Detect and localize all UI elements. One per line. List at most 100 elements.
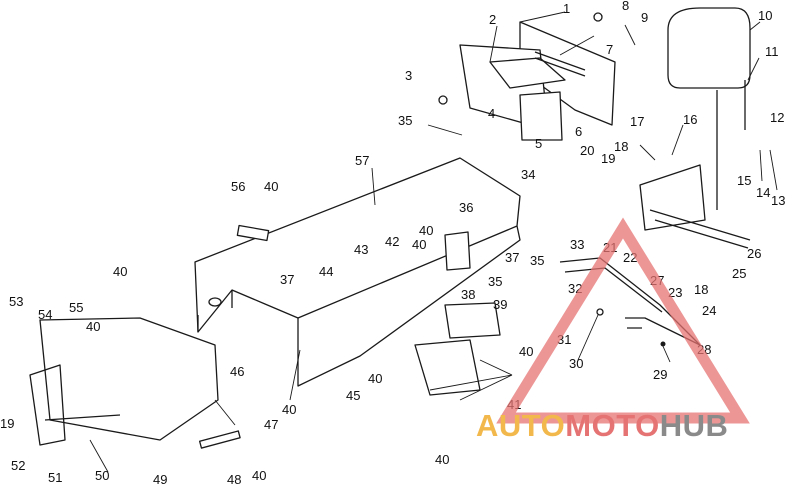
rail-28 [625,317,701,346]
callout-40g: 40 [282,402,296,417]
callout-33: 33 [570,237,584,252]
seat-back-post [716,80,746,210]
leader-line [429,374,513,391]
callout-18b: 18 [694,282,708,297]
callout-57: 57 [355,153,369,168]
leader-lines [89,11,778,473]
washer-30 [596,308,604,316]
callout-7: 7 [606,42,613,57]
callout-36: 36 [459,200,473,215]
watermark-part-moto: MOTO [565,408,659,443]
callout-23: 23 [668,285,682,300]
callout-53: 53 [9,294,23,309]
callout-35c: 35 [530,253,544,268]
callout-labels: 1 2 3 4 5 6 7 8 9 10 11 12 13 14 15 16 1… [0,0,785,487]
bar-48 [198,430,241,449]
bracket-38 [444,302,501,339]
callout-43: 43 [354,242,368,257]
callout-56: 56 [231,179,245,194]
callout-40c: 40 [113,264,127,279]
bolt-8 [593,12,603,22]
watermark-triangle-icon [496,217,750,424]
callout-13: 13 [771,193,785,208]
leader-line [214,399,236,426]
leader-line [577,314,599,361]
front-bumper [29,364,121,446]
bracket-4 [489,57,566,89]
leader-line [661,343,671,363]
callout-6: 6 [575,124,582,139]
callout-11: 11 [765,44,779,59]
leader-line [769,149,778,191]
callout-50: 50 [95,468,109,483]
bracket-5 [519,91,563,141]
callout-48: 48 [227,472,241,487]
callout-2: 2 [489,12,496,27]
callout-52: 52 [11,458,25,473]
bar-56 [236,224,270,242]
callout-42: 42 [385,234,399,249]
callout-37a: 37 [280,272,294,287]
callout-40d: 40 [86,319,100,334]
watermark-text: AUTOMOTOHUB [476,408,728,443]
callout-40i: 40 [252,468,266,483]
callout-40e: 40 [519,344,533,359]
leader-line [671,124,684,156]
callout-34: 34 [521,167,535,182]
bolt-29 [660,341,666,347]
callout-38: 38 [461,287,475,302]
leader-line [747,57,760,81]
callout-25: 25 [732,266,746,281]
callout-15: 15 [737,173,751,188]
callout-16: 16 [683,112,697,127]
leader-line [427,124,463,136]
callout-37b: 37 [505,250,519,265]
leader-line [89,439,109,473]
callout-18a: 18 [614,139,628,154]
callout-12: 12 [770,110,784,125]
callout-10: 10 [758,8,772,23]
callout-9: 9 [641,10,648,25]
nut-3 [438,95,448,105]
callout-30: 30 [569,356,583,371]
callout-51: 51 [48,470,62,485]
leader-line [519,11,566,23]
leader-line [371,167,376,206]
watermark-part-hub: HUB [660,408,729,443]
leader-line [559,35,595,56]
callout-40h: 40 [435,452,449,467]
leader-line [624,24,636,46]
callout-40a: 40 [264,179,278,194]
callout-54: 54 [38,307,52,322]
callout-19a: 19 [601,151,615,166]
callout-46: 46 [230,364,244,379]
watermark-part-auto: AUTO [476,408,565,443]
rail-26 [649,209,751,249]
parts-drawing [29,7,751,449]
callout-26: 26 [747,246,761,261]
callout-40j: 40 [412,237,426,252]
bar-36 [444,231,471,271]
callout-40b: 40 [419,223,433,238]
callout-19b: 19 [0,416,14,431]
callout-17: 17 [630,114,644,129]
callout-4: 4 [488,106,495,121]
callout-3: 3 [405,68,412,83]
callout-20: 20 [580,143,594,158]
callout-39: 39 [493,297,507,312]
callout-14: 14 [756,185,770,200]
callout-24: 24 [702,303,716,318]
grab-handle-part [639,164,706,231]
callout-47: 47 [264,417,278,432]
watermark: AUTOMOTOHUB [476,217,750,443]
callout-44: 44 [319,264,333,279]
leader-line [289,349,301,401]
leader-line [759,149,763,182]
leader-line [479,359,513,376]
leader-line [489,25,498,63]
frame-hole [208,297,222,307]
callout-45: 45 [346,388,360,403]
callout-5: 5 [535,136,542,151]
